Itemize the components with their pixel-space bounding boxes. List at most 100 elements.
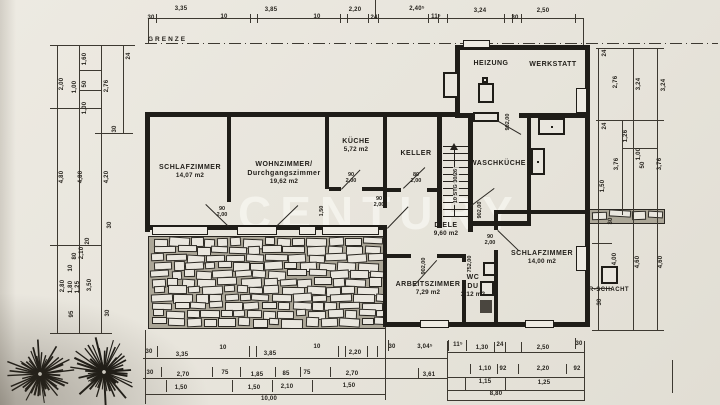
room-label: KELLER	[400, 150, 432, 157]
dimension-label: 3,85	[263, 351, 277, 357]
line	[156, 14, 157, 23]
fixture	[483, 262, 496, 276]
line	[596, 48, 664, 49]
door-size-label: 902,00	[420, 257, 427, 275]
dimension-label: 1,50	[247, 385, 261, 391]
dimension-label: 30	[511, 15, 519, 21]
stone	[345, 237, 363, 246]
dimension-label: 2,20	[348, 7, 362, 13]
wc-fixture	[480, 300, 492, 313]
line	[312, 380, 313, 392]
line	[272, 380, 273, 392]
wall	[585, 50, 590, 327]
dimension-label: 2,10	[280, 384, 294, 390]
stone	[239, 294, 251, 302]
dimension-label: 1,85	[250, 372, 264, 378]
stone	[276, 310, 294, 319]
window-sill	[576, 246, 587, 271]
door-size-label: 1,50	[318, 205, 325, 217]
fixture	[478, 83, 494, 103]
dimension-label: 10	[220, 14, 228, 20]
line	[377, 346, 378, 357]
room-label: WASCHKÜCHE	[470, 160, 526, 167]
dimension-label: 10	[68, 264, 74, 272]
stone	[150, 269, 170, 278]
line	[470, 364, 471, 374]
wall	[519, 113, 586, 118]
stair-tread	[443, 160, 468, 162]
stone	[309, 269, 328, 277]
dimension-label: 3,24	[636, 77, 642, 91]
line	[447, 352, 584, 353]
window-sill	[420, 320, 449, 328]
stone	[150, 293, 173, 303]
line	[494, 342, 495, 353]
dimension-label: 1,80	[68, 280, 74, 294]
dimension-total-label: 10,00	[260, 396, 278, 402]
line	[378, 14, 379, 23]
line	[275, 367, 276, 377]
stone	[313, 277, 332, 286]
line	[584, 341, 585, 401]
stone	[209, 301, 224, 309]
dimension-label: 95	[69, 310, 75, 318]
stone	[186, 317, 203, 328]
door-size-label: 752,00	[466, 255, 473, 273]
line	[148, 18, 149, 43]
line	[166, 380, 167, 392]
line	[249, 346, 250, 357]
line	[57, 45, 58, 333]
dimension-label: 4,80	[78, 170, 84, 184]
line	[497, 364, 498, 374]
line	[598, 48, 599, 330]
stone	[152, 316, 168, 324]
stone	[305, 316, 319, 328]
line	[521, 14, 522, 23]
wall	[468, 113, 473, 232]
stone	[250, 293, 270, 302]
line	[79, 90, 101, 91]
stone-masonry-area	[148, 236, 386, 329]
line	[232, 380, 233, 392]
wall	[362, 187, 383, 191]
wall	[468, 221, 531, 226]
fixture	[601, 266, 618, 284]
dimension-label: 1,30	[475, 345, 489, 351]
stone	[368, 277, 382, 288]
line	[583, 18, 584, 48]
dimension-label: 24	[602, 122, 608, 130]
stone	[338, 317, 361, 328]
fixture	[480, 281, 494, 296]
dimension-label: 30	[146, 370, 154, 376]
dimension-label: 30	[147, 15, 155, 21]
line	[418, 368, 419, 378]
dimension-label: 2,70	[176, 372, 190, 378]
line	[257, 14, 258, 23]
line	[95, 133, 133, 134]
line	[50, 245, 101, 246]
dimension-label: 92	[499, 366, 507, 372]
dimension-label: 30	[145, 349, 153, 355]
dimension-label: 4,60	[635, 255, 641, 269]
stone	[223, 284, 236, 293]
dimension-label: 92	[573, 366, 581, 372]
stone	[167, 317, 186, 327]
dimension-label: 1,00	[82, 101, 88, 115]
dimension-label: 1,26	[623, 129, 629, 143]
dimension-label: 85	[282, 371, 290, 377]
line	[79, 45, 80, 333]
line	[438, 14, 439, 23]
stone	[174, 302, 190, 310]
line	[240, 367, 241, 377]
boundary-line	[145, 43, 718, 44]
stone	[296, 308, 307, 317]
line	[518, 364, 519, 374]
stone	[361, 318, 374, 326]
wall	[325, 117, 329, 189]
